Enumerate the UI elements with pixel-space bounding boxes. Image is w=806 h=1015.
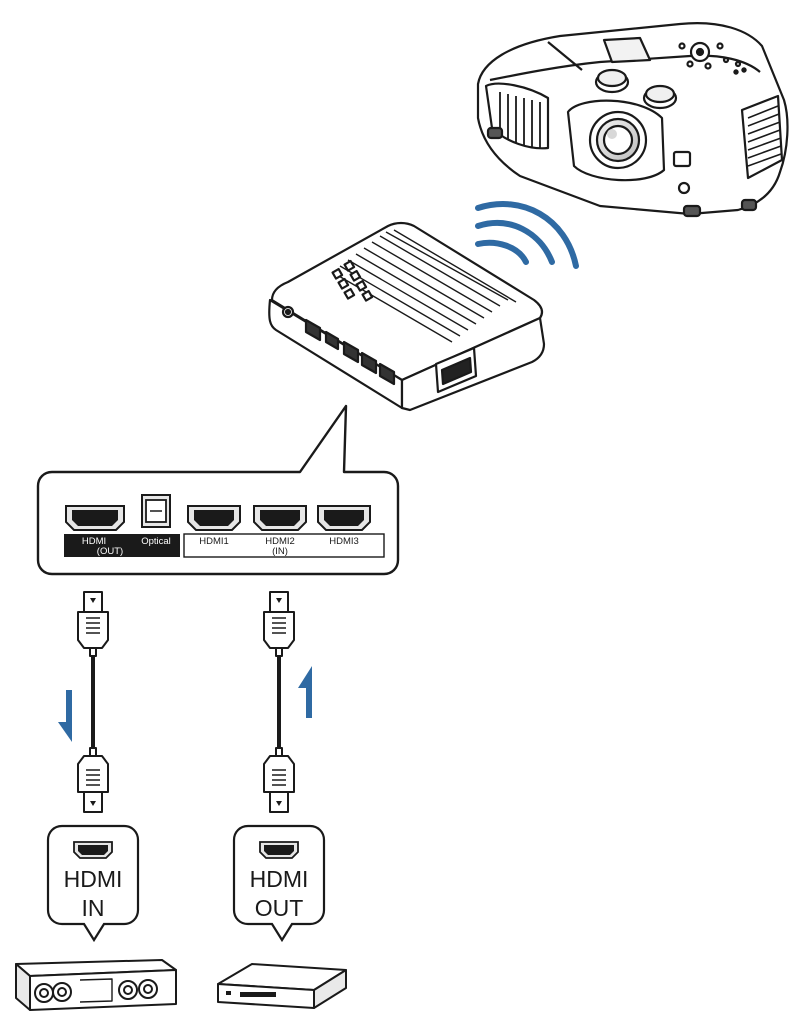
hdmi-port-icon — [73, 841, 113, 859]
wireless-signal-icon — [475, 201, 579, 269]
hdmi-out-label: HDMI — [82, 536, 106, 547]
projector-icon — [476, 22, 789, 218]
hdmi-port-icon — [259, 841, 299, 859]
optical-label: Optical — [141, 536, 171, 547]
soundbar-icon — [15, 959, 177, 1011]
media-player-icon — [217, 963, 347, 1009]
hdmi1-label: HDMI1 — [199, 536, 229, 547]
hdmi1-port-icon — [187, 505, 241, 531]
hdmi-out-port-icon — [65, 505, 125, 531]
hdmi2-port-icon — [253, 505, 307, 531]
optical-port-icon — [141, 494, 171, 528]
hdmi-out-label-line2: OUT — [255, 895, 304, 921]
hdmi-cable-icon — [77, 591, 109, 813]
hdmi-out-sub-label: (OUT) — [97, 546, 123, 557]
hdmi-in-label-line2: IN — [82, 895, 105, 921]
hdmi-out-callout: HDMI OUT — [232, 824, 326, 943]
hdmi-out-label-line1: HDMI — [250, 866, 309, 892]
arrow-up-icon — [298, 666, 312, 718]
hdmi-in-label-line1: HDMI — [64, 866, 123, 892]
hdmi3-port-icon — [317, 505, 371, 531]
hdmi3-label: HDMI3 — [329, 536, 359, 547]
input-label-background — [183, 533, 385, 558]
port-panel-callout: HDMI (OUT) Optical HDMI1 HDMI2 (IN) HDMI… — [36, 404, 400, 576]
output-label-background — [64, 534, 180, 557]
hdmi2-label: HDMI2 — [265, 536, 295, 547]
hdmi2-sub-label: (IN) — [272, 546, 288, 557]
hdmi-cable-icon — [263, 591, 295, 813]
hdmi-in-callout: HDMI IN — [46, 824, 140, 943]
arrow-down-icon — [58, 690, 72, 742]
transmitter-box-icon — [268, 221, 546, 412]
